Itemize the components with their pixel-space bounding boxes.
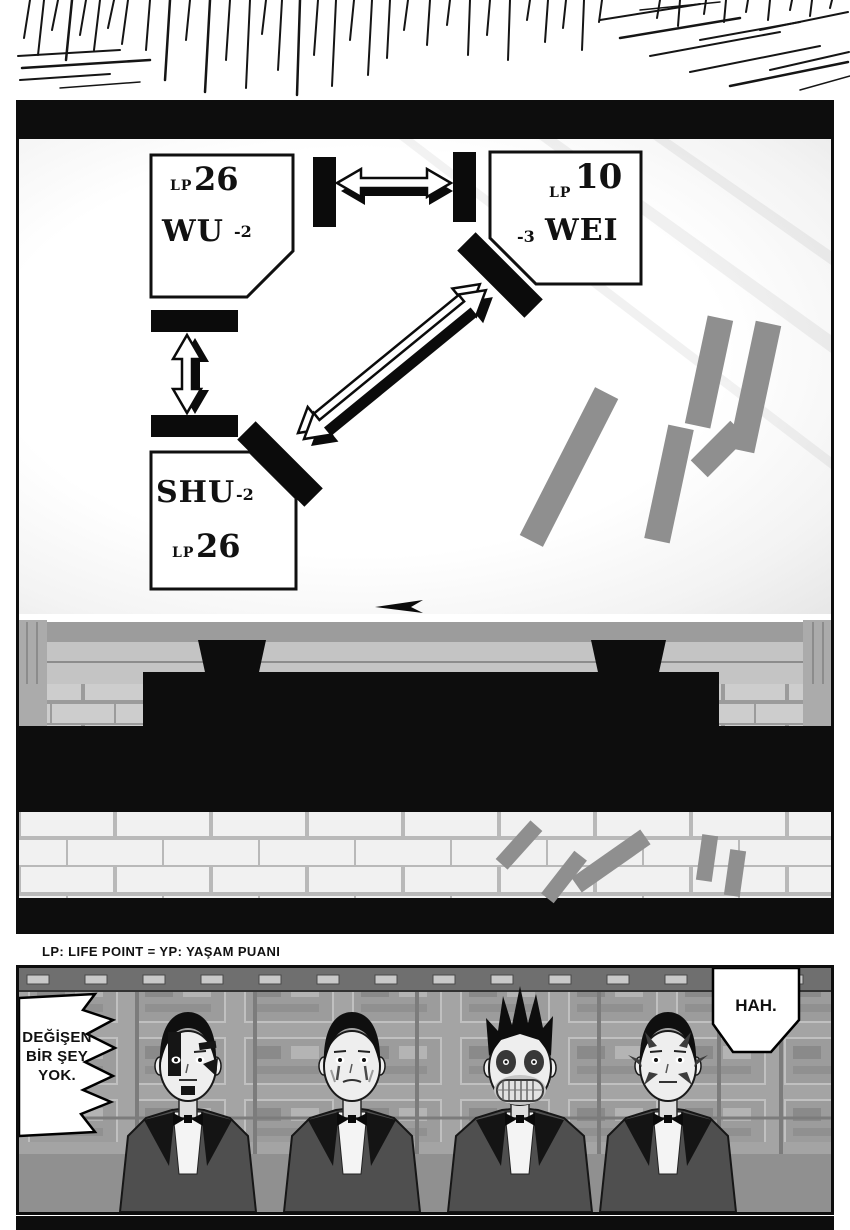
speech-line-1: DEĞİŞEN	[22, 1029, 92, 1046]
connector-bars	[151, 152, 543, 507]
confetti-bars	[519, 315, 782, 547]
shu-lp-delta: -2	[236, 485, 254, 504]
speech-line-3: YOK.	[38, 1067, 76, 1084]
character-4	[598, 1012, 738, 1212]
screen-marker	[375, 600, 423, 613]
shu-name: SHU	[156, 475, 236, 510]
double-arrow-horizontal-icon	[334, 166, 454, 205]
wu-lp-delta: -2	[234, 222, 252, 241]
player-box-shu: SHU -2 LP 26	[148, 455, 293, 592]
dialogue-background	[19, 968, 831, 1212]
player-box-wei: LP 10 -3 WEI	[487, 155, 638, 287]
character-3	[446, 986, 594, 1212]
dialogue-panel: DEĞİŞEN BİR ŞEY YOK. HAH.	[16, 965, 834, 1215]
confetti-bars-lower	[495, 820, 747, 904]
score-screen: LP 26 WU -2 LP 10 -3 WEI SHU -2 LP 26	[19, 139, 831, 614]
player-box-wu: LP 26 WU -2	[148, 158, 290, 300]
double-arrow-diagonal-icon	[296, 282, 493, 446]
shu-lp-value: 26	[196, 527, 241, 565]
wu-name: WU	[162, 214, 224, 249]
speech-right-text: HAH.	[735, 996, 777, 1015]
speech-bubble-left: DEĞİŞEN BİR ŞEY YOK.	[19, 992, 129, 1138]
wei-name: WEI	[545, 213, 619, 248]
face-paint-flames	[628, 1032, 708, 1085]
wu-lp-value: 26	[194, 160, 239, 198]
score-screen-graphics	[149, 139, 831, 613]
wei-lp-value: 10	[575, 157, 623, 197]
lp-footnote: LP: LIFE POINT = YP: YAŞAM PUANI	[42, 944, 281, 959]
wu-lp-label: LP	[170, 178, 193, 194]
speech-line-2: BİR ŞEY	[25, 1048, 89, 1065]
wei-lp-label: LP	[549, 185, 572, 201]
shu-lp-label: LP	[172, 545, 195, 561]
speed-lines-decoration	[17, 0, 850, 97]
screen-bezel	[19, 103, 831, 139]
double-arrow-vertical-icon	[170, 332, 209, 416]
scoreboard-panel: LP 26 WU -2 LP 10 -3 WEI SHU -2 LP 26	[16, 100, 834, 934]
character-2	[282, 1012, 422, 1212]
character-1	[118, 1012, 258, 1212]
wei-lp-delta: -3	[517, 227, 535, 246]
stage-structure	[19, 614, 831, 931]
player-frame-wu	[149, 153, 295, 299]
speech-bubble-right: HAH.	[705, 968, 805, 1054]
player-frame-wei	[488, 150, 643, 286]
bottom-border-bar	[16, 1216, 834, 1230]
player-frame-shu	[149, 450, 298, 591]
